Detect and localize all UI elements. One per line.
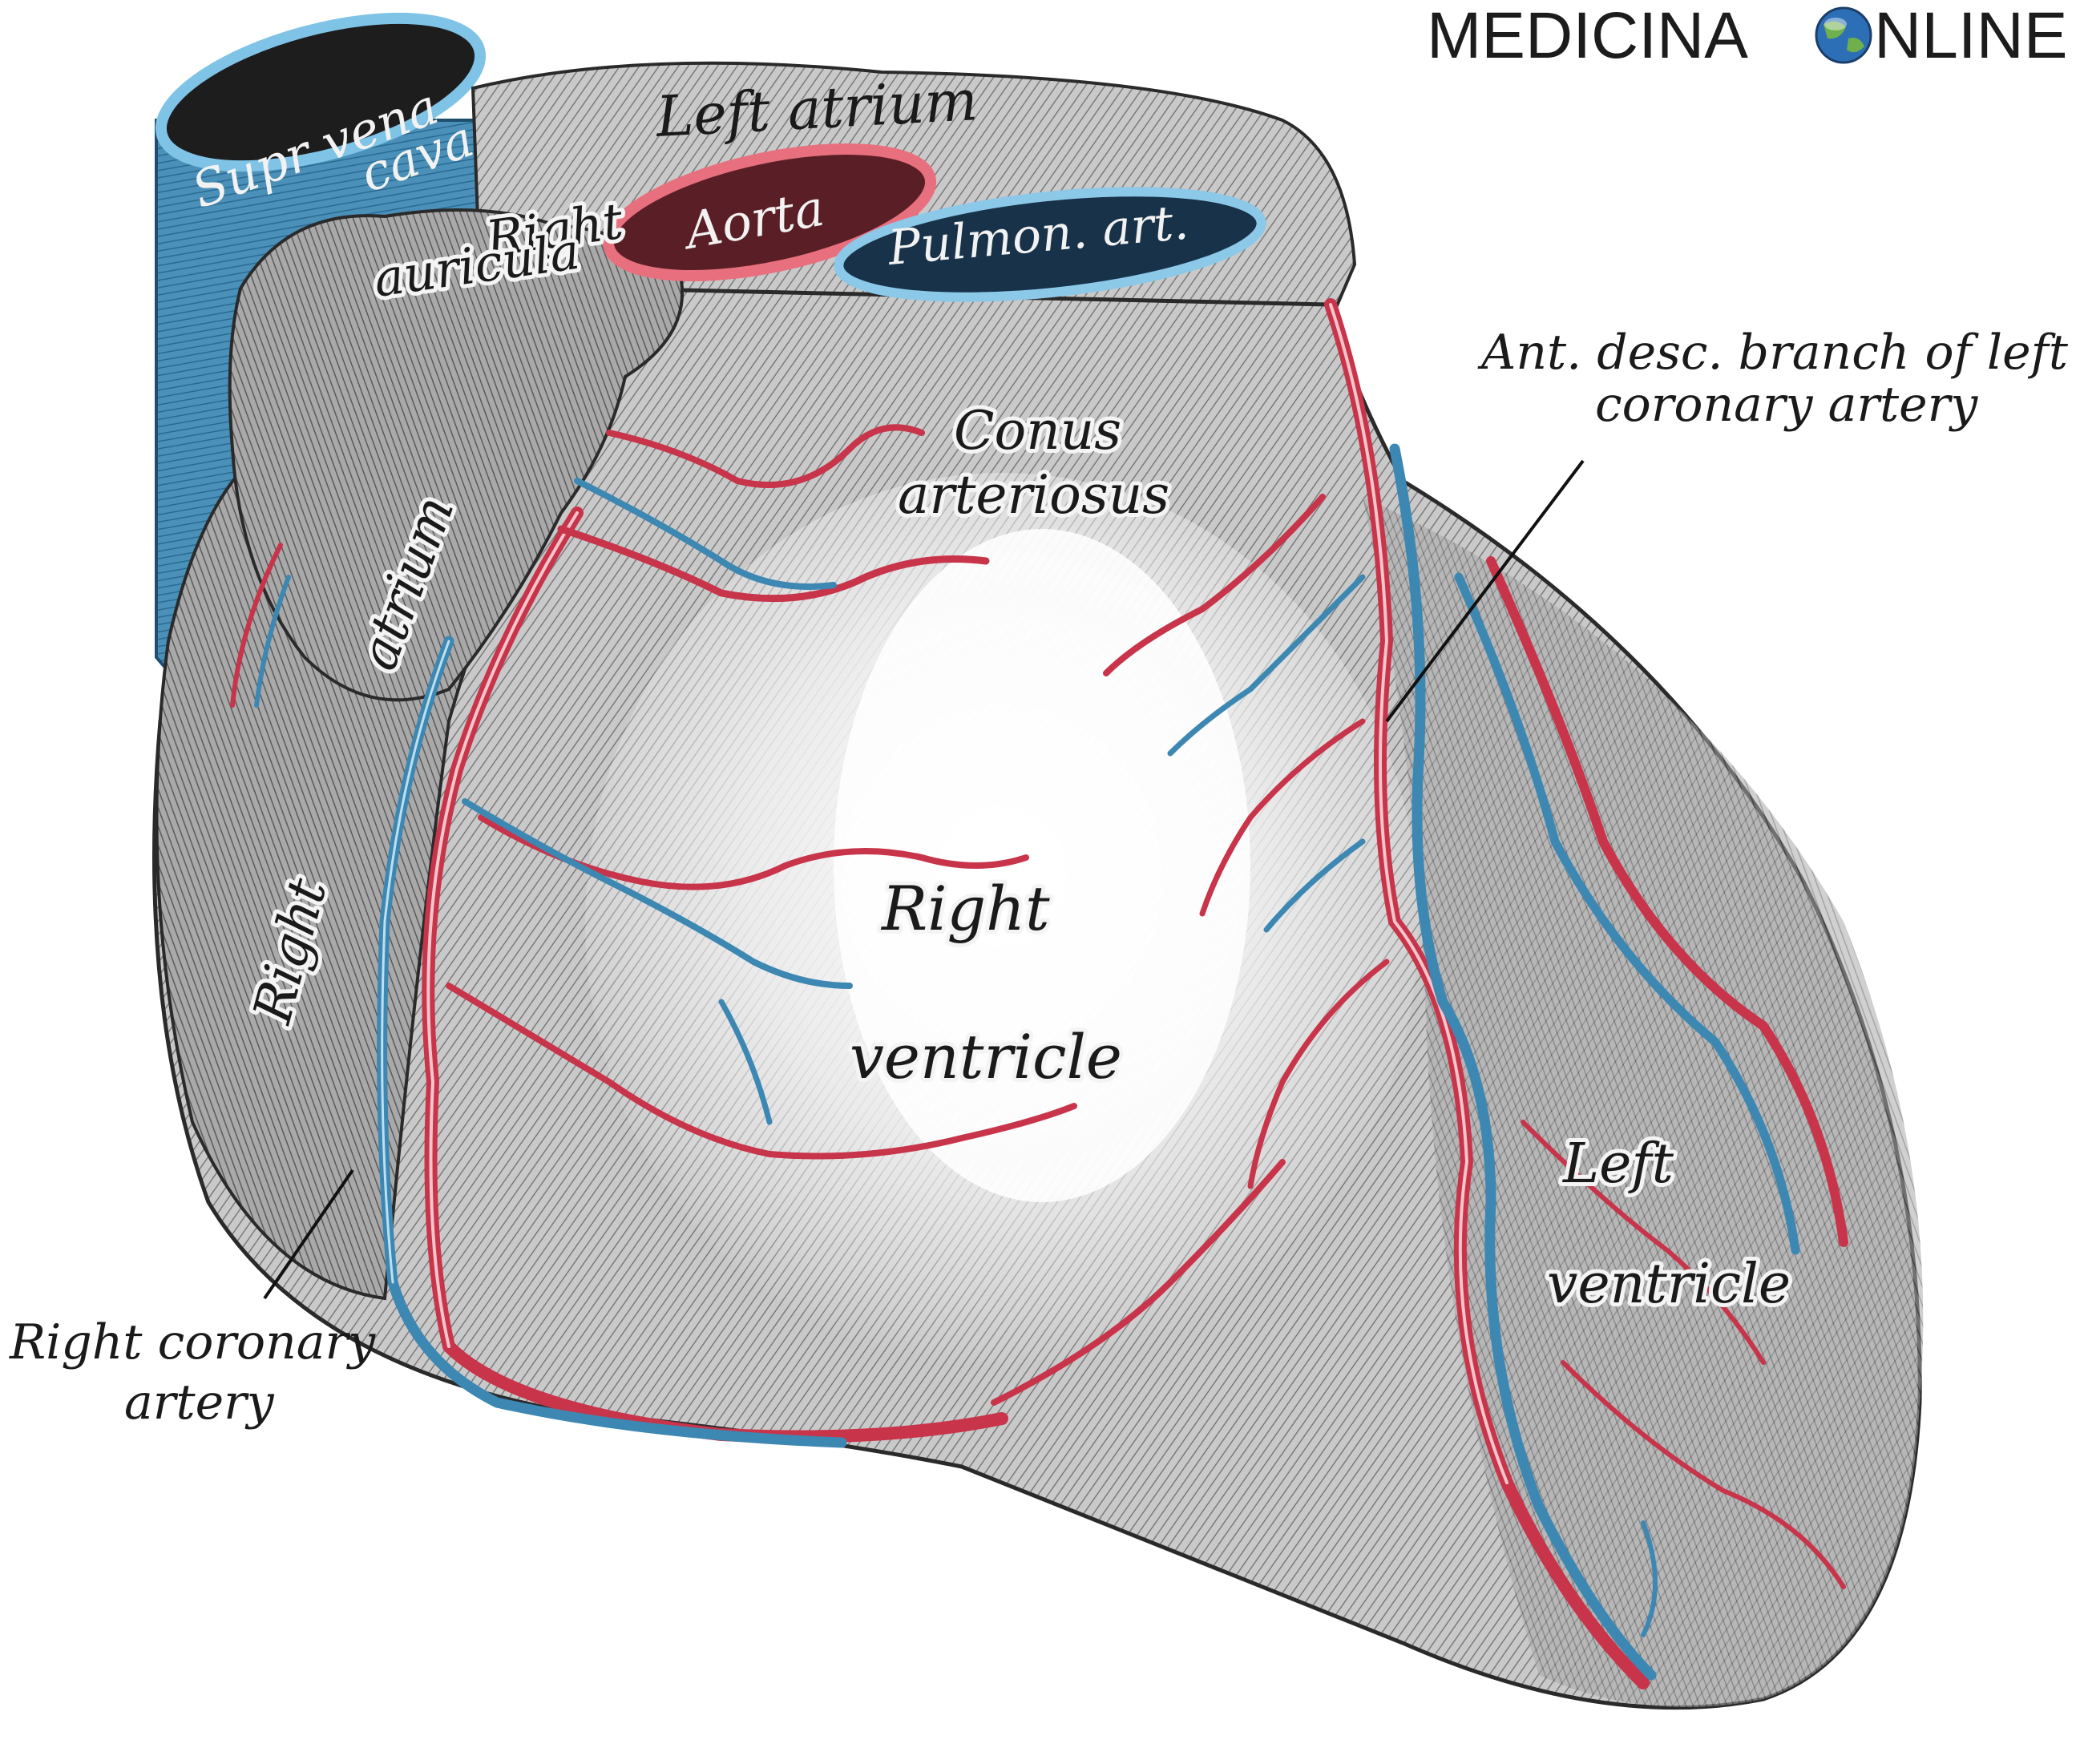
label-conus-1: Conus: [954, 400, 1121, 462]
label-conus-2: arteriosus: [898, 464, 1169, 526]
pulmonary-artery-opening: [834, 187, 1266, 302]
leader-right-coronary: [263, 1169, 354, 1300]
coronary-vessels: [230, 298, 1848, 1689]
label-ant-desc-2: coronary artery: [1595, 377, 1978, 433]
brand-watermark: MEDICINA NLINE: [1427, 0, 2068, 72]
leader-ant-desc: [1385, 459, 1585, 723]
label-left-ventricle-1: Left: [1561, 1132, 1674, 1196]
great-cardiac-vein: [1389, 443, 1657, 1681]
label-left-ventricle-2: ventricle: [1547, 1253, 1791, 1316]
label-right-ventricle-1: Right: [880, 873, 1050, 944]
right-auricula: [228, 208, 685, 702]
label-right-coronary-1: Right coronary: [9, 1314, 376, 1370]
brand-text-left: MEDICINA: [1427, 0, 1748, 72]
label-right-coronary-2: artery: [124, 1374, 275, 1431]
label-right-ventricle-2: ventricle: [850, 1021, 1122, 1092]
globe-icon: [1815, 6, 1872, 64]
brand-text-right: NLINE: [1874, 0, 2068, 72]
label-ant-desc-1: Ant. desc. branch of left: [1477, 325, 2069, 381]
heart-body: [152, 286, 1924, 1710]
